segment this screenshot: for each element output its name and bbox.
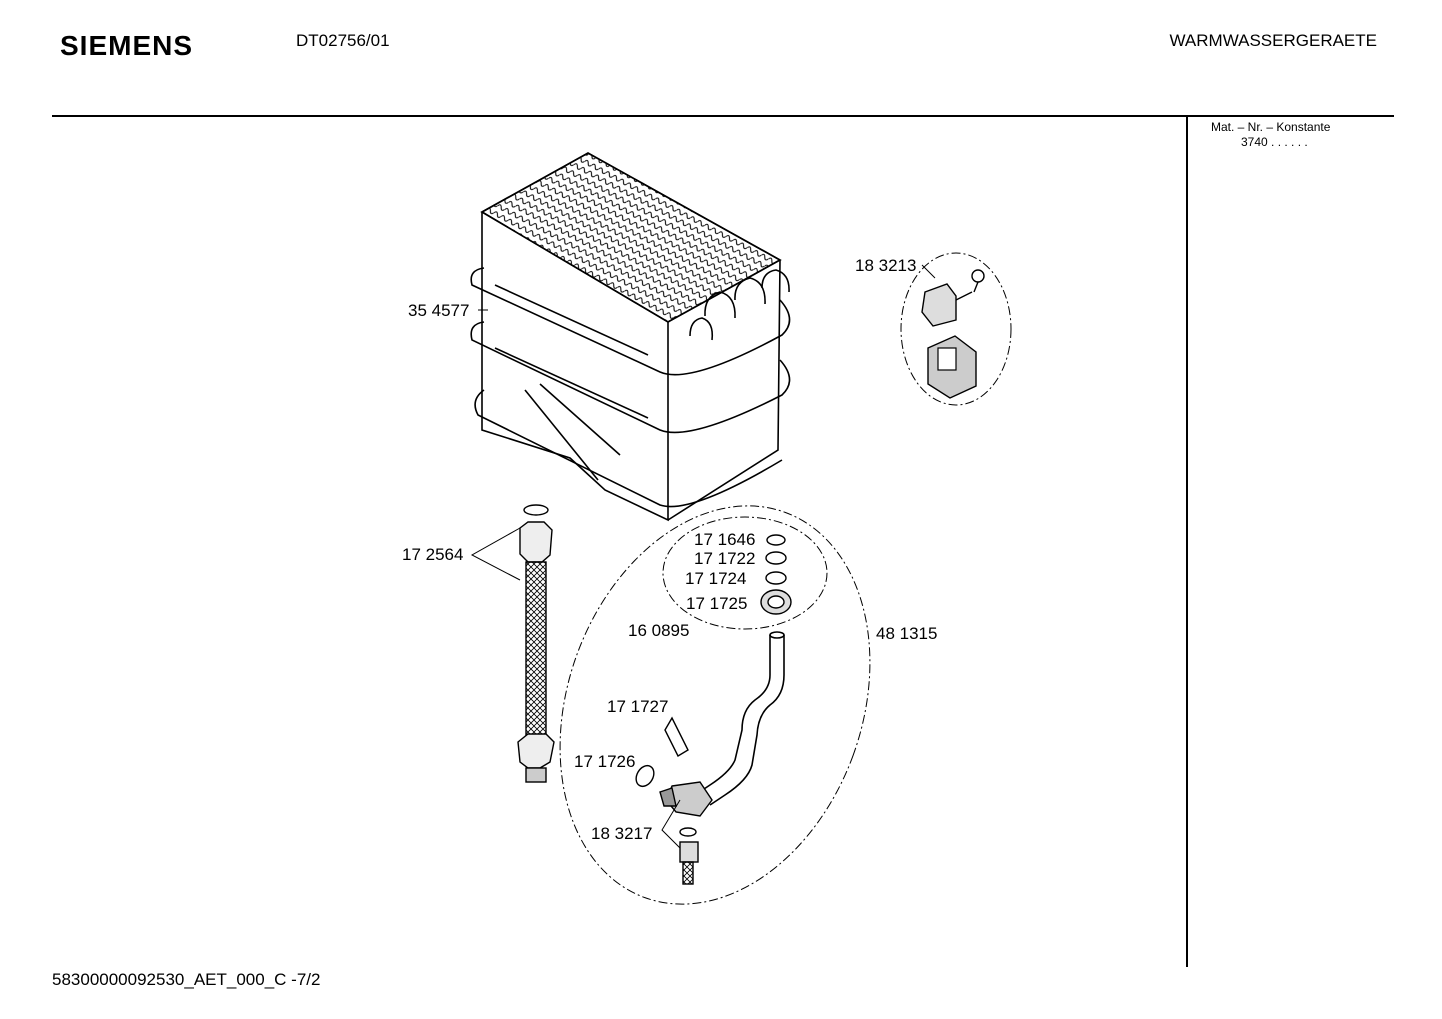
- label-pipe: 16 0895: [628, 621, 689, 640]
- brand-logo: SIEMENS: [60, 30, 194, 61]
- seal-group-outline: [662, 516, 828, 630]
- connecting-pipe: [694, 631, 785, 806]
- label-seal-3: 17 1724: [685, 569, 746, 588]
- label-hose: 17 2564: [402, 545, 463, 564]
- label-nut: 17 1725: [686, 594, 747, 613]
- flexible-hose: [517, 504, 555, 783]
- label-seal-1: 17 1646: [694, 530, 755, 549]
- footer-code: 58300000092530_AET_000_C -7/2: [52, 970, 321, 989]
- valve-fitting: [635, 716, 713, 885]
- side-divider: [1186, 117, 1188, 967]
- material-label: Mat. – Nr. – Konstante: [1211, 120, 1331, 134]
- label-valve: 18 3217: [591, 824, 652, 843]
- material-panel: Mat. – Nr. – Konstante 3740 . . . . . .: [1211, 120, 1330, 150]
- header-divider: [52, 115, 1394, 117]
- leader-lines: [470, 264, 936, 849]
- label-clip: 17 1727: [607, 697, 668, 716]
- label-seal-2: 17 1722: [694, 549, 755, 568]
- sensor-assembly: [900, 252, 1012, 406]
- document-number: DT02756/01: [296, 31, 390, 50]
- label-sensor-assembly: 18 3213: [855, 256, 916, 275]
- pipe-assembly-outline: [559, 505, 871, 905]
- category-title: WARMWASSERGERAETE: [1169, 31, 1377, 50]
- heat-exchanger: [470, 152, 791, 522]
- label-o-ring: 17 1726: [574, 752, 635, 771]
- label-heat-exchanger: 35 4577: [408, 301, 469, 320]
- seal-stack: [760, 534, 792, 615]
- material-value: 3740 . . . . . .: [1241, 135, 1308, 149]
- label-pipe-assembly: 48 1315: [876, 624, 937, 643]
